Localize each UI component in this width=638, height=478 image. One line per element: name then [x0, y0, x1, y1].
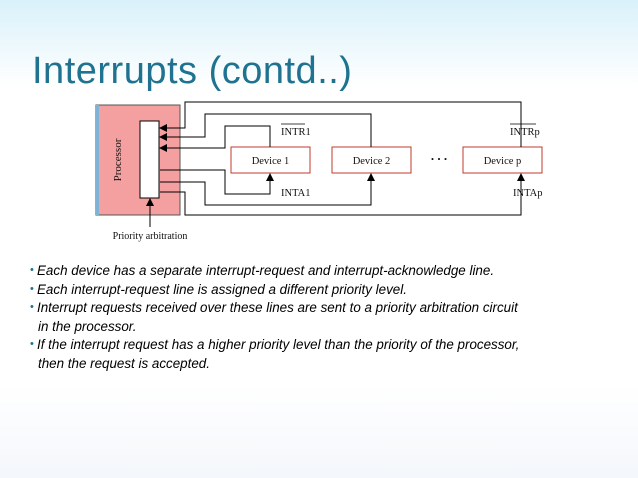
- device-p-box: [462, 146, 543, 174]
- bullet-text: Each interrupt-request line is assigned …: [37, 281, 407, 297]
- inta1-label: INTA1: [281, 188, 311, 199]
- bullet-list: • Each device has a separate interrupt-r…: [30, 262, 630, 374]
- device-1-box: [230, 146, 311, 174]
- intrp-label: INTRp: [510, 127, 540, 138]
- slide-title: Interrupts (contd..): [32, 50, 353, 92]
- bullet-item: • Interrupt requests received over these…: [30, 299, 630, 318]
- inta-arrowheads: [266, 173, 525, 181]
- bullet-text: in the processor.: [38, 318, 137, 334]
- bullet-text: then the request is accepted.: [38, 355, 210, 371]
- bullet-dot: •: [30, 338, 34, 351]
- inta-lines: [160, 169, 522, 216]
- bullet-item: • If the interrupt request has a higher …: [30, 336, 630, 355]
- device-1-label: Device 1: [252, 156, 290, 167]
- bullet-text: Interrupt requests received over these l…: [37, 300, 518, 316]
- device-2-label: Device 2: [353, 156, 391, 167]
- bullet-continuation: then the request is accepted.: [30, 355, 630, 374]
- device-p-label: Device p: [484, 156, 522, 167]
- bullet-dot: •: [30, 264, 34, 276]
- bullet-text: If the interrupt request has a higher pr…: [37, 337, 520, 353]
- intap-label: INTAp: [513, 188, 543, 199]
- arbitration-circuit-box: [139, 120, 160, 199]
- device-2-box: [331, 146, 412, 174]
- bullet-item: • Each interrupt-request line is assigne…: [30, 281, 630, 300]
- device-ellipsis: . . .: [431, 148, 447, 163]
- bullet-text: Each device has a separate interrupt-req…: [37, 263, 495, 278]
- intr1-label: INTR1: [281, 127, 311, 138]
- bullet-dot: •: [30, 301, 34, 314]
- bullet-item: • Each device has a separate interrupt-r…: [30, 262, 630, 281]
- processor-edge: [96, 105, 99, 215]
- arbitration-label: Priority arbitration: [113, 231, 188, 242]
- intr-lines: [159, 101, 522, 152]
- bullet-continuation: in the processor.: [30, 318, 630, 337]
- arbitration-pointer-arrow: [146, 198, 154, 206]
- processor-label: Processor: [112, 138, 124, 181]
- processor-box: [95, 104, 181, 216]
- bullet-dot: •: [30, 282, 34, 295]
